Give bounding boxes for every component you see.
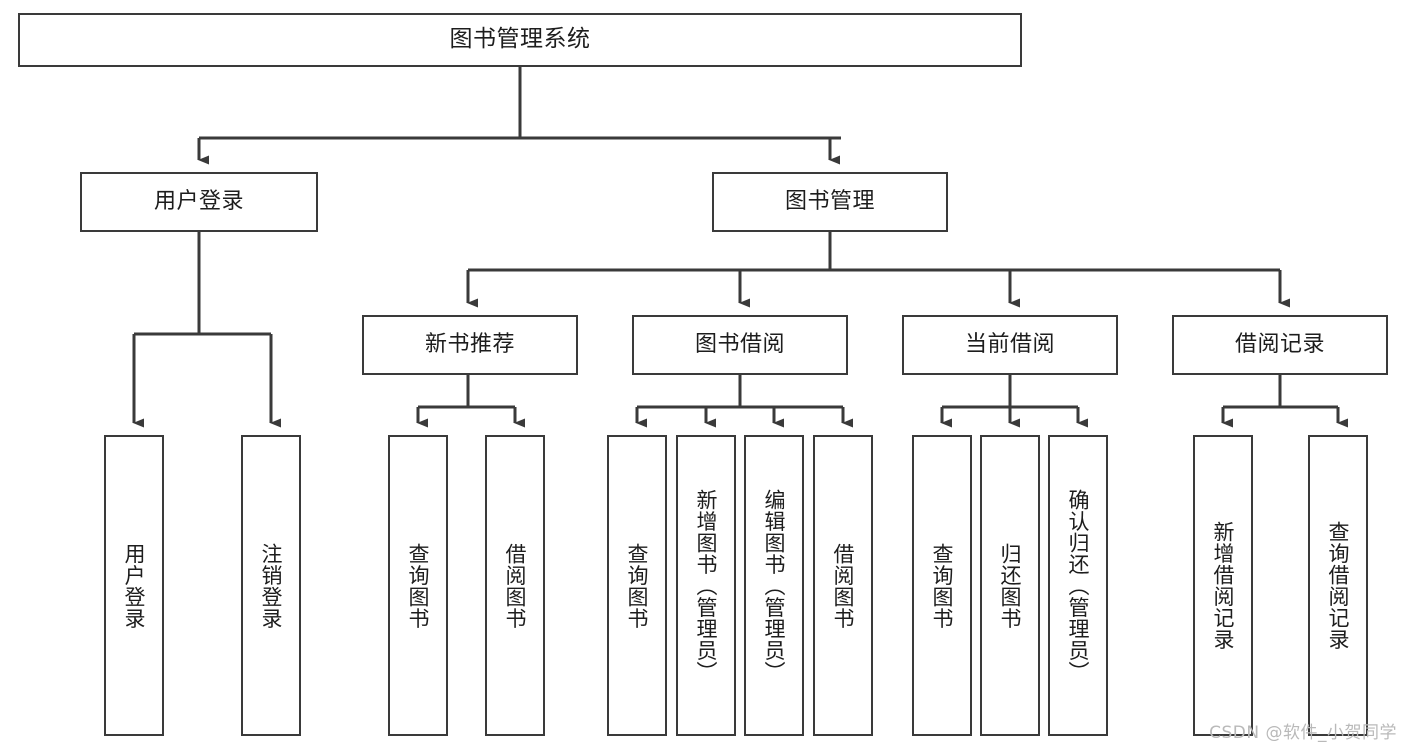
node-current-borrow-label: 当前借阅 bbox=[964, 331, 1055, 357]
leaf-label: 归还图书 bbox=[998, 542, 1023, 629]
node-borrow-record-label: 借阅记录 bbox=[1234, 331, 1325, 357]
leaf-label: 查询图书 bbox=[930, 542, 955, 629]
leaf-label: 编辑图书（管理员） bbox=[762, 488, 787, 683]
node-root[interactable]: 图书管理系统 bbox=[18, 13, 1022, 67]
watermark: CSDN @软件_小贺同学 bbox=[1209, 723, 1397, 743]
leaf-label: 注销登录 bbox=[259, 542, 284, 629]
node-current-borrow[interactable]: 当前借阅 bbox=[902, 315, 1118, 375]
leaf-label: 借阅图书 bbox=[831, 542, 856, 629]
leaf-book-borrow-borrow[interactable]: 借阅图书 bbox=[813, 435, 873, 736]
leaf-book-borrow-query[interactable]: 查询图书 bbox=[607, 435, 667, 736]
leaf-borrow-record-add[interactable]: 新增借阅记录 bbox=[1193, 435, 1253, 736]
leaf-borrow-record-query[interactable]: 查询借阅记录 bbox=[1308, 435, 1368, 736]
node-book-borrow-label: 图书借阅 bbox=[694, 331, 785, 357]
leaf-label: 借阅图书 bbox=[503, 542, 528, 629]
leaf-label: 新增图书（管理员） bbox=[694, 488, 719, 683]
leaf-new-book-query[interactable]: 查询图书 bbox=[388, 435, 448, 736]
node-book-management-label: 图书管理 bbox=[784, 188, 875, 214]
node-user-login-label: 用户登录 bbox=[153, 188, 244, 214]
node-new-book-recommend-label: 新书推荐 bbox=[424, 331, 515, 357]
node-root-label: 图书管理系统 bbox=[449, 26, 591, 53]
leaf-label: 确认归还（管理员） bbox=[1066, 488, 1091, 683]
node-book-borrow[interactable]: 图书借阅 bbox=[632, 315, 848, 375]
leaf-user-login-login[interactable]: 用户登录 bbox=[104, 435, 164, 736]
leaf-book-borrow-edit[interactable]: 编辑图书（管理员） bbox=[744, 435, 804, 736]
node-user-login[interactable]: 用户登录 bbox=[80, 172, 318, 232]
leaf-label: 新增借阅记录 bbox=[1211, 521, 1236, 650]
leaf-current-borrow-confirm[interactable]: 确认归还（管理员） bbox=[1048, 435, 1108, 736]
leaf-label: 用户登录 bbox=[122, 542, 147, 629]
node-new-book-recommend[interactable]: 新书推荐 bbox=[362, 315, 578, 375]
leaf-label: 查询借阅记录 bbox=[1326, 521, 1351, 650]
node-borrow-record[interactable]: 借阅记录 bbox=[1172, 315, 1388, 375]
leaf-current-borrow-return[interactable]: 归还图书 bbox=[980, 435, 1040, 736]
leaf-new-book-borrow[interactable]: 借阅图书 bbox=[485, 435, 545, 736]
leaf-book-borrow-add[interactable]: 新增图书（管理员） bbox=[676, 435, 736, 736]
leaf-current-borrow-query[interactable]: 查询图书 bbox=[912, 435, 972, 736]
leaf-label: 查询图书 bbox=[625, 542, 650, 629]
leaf-label: 查询图书 bbox=[406, 542, 431, 629]
node-book-management[interactable]: 图书管理 bbox=[712, 172, 948, 232]
leaf-user-login-logout[interactable]: 注销登录 bbox=[241, 435, 301, 736]
